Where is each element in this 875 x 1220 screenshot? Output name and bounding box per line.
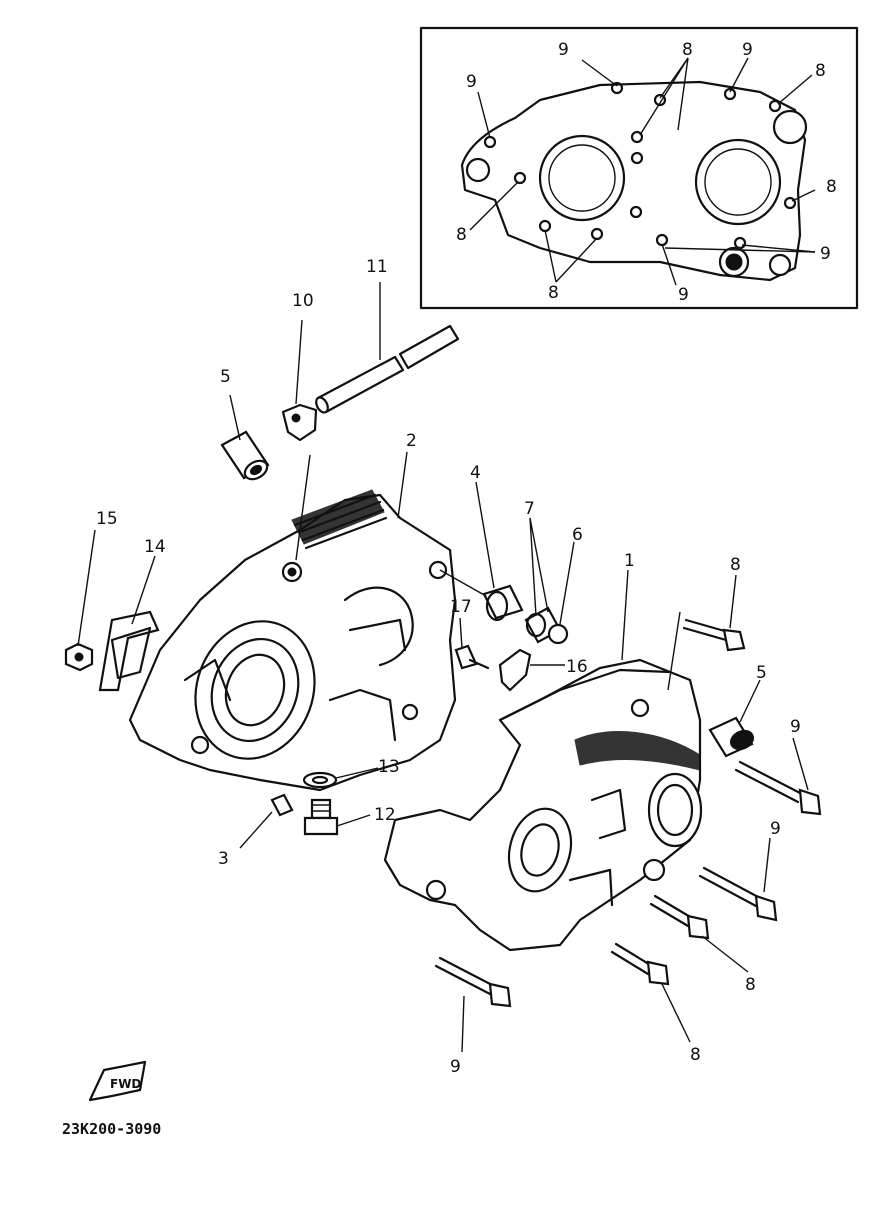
fwd-arrow-icon: FWD	[88, 1060, 147, 1102]
inset-callout: 8	[826, 177, 837, 197]
bearing-collar	[482, 584, 524, 622]
crankcase-right	[383, 658, 703, 952]
part-code: 23K200-3090	[62, 1120, 161, 1138]
inset-callout: 9	[678, 285, 689, 305]
callout-12: 12	[374, 805, 396, 825]
crankcase-left	[128, 489, 457, 792]
drain-plug	[303, 798, 339, 836]
callout-8-b: 8	[745, 975, 756, 995]
inset-callout: 9	[820, 244, 831, 264]
callout-2: 2	[406, 431, 417, 451]
case-bolts	[434, 618, 822, 1008]
inset-callout: 8	[815, 61, 826, 81]
leader-lines	[77, 282, 809, 1053]
inset-callout: 8	[548, 283, 559, 303]
inset-callout: 8	[682, 40, 693, 60]
inset-output-bore	[694, 138, 782, 226]
inset-callout: 9	[742, 40, 753, 60]
callout-7: 7	[524, 499, 535, 519]
bracket-nut	[64, 642, 94, 672]
inset-callout: 8	[456, 225, 467, 245]
inset-callout: 9	[558, 40, 569, 60]
hose-fitting	[281, 403, 318, 442]
callout-5-upper: 5	[220, 367, 231, 387]
shift-shaft-parts	[524, 606, 569, 645]
callout-14: 14	[144, 537, 166, 557]
callout-6: 6	[572, 525, 583, 545]
small-bolt	[454, 644, 490, 670]
fwd-label: FWD	[110, 1077, 141, 1091]
drain-washer	[302, 771, 338, 789]
bush-lower	[708, 716, 755, 758]
callout-8-a: 8	[730, 555, 741, 575]
callout-17: 17	[450, 597, 472, 617]
callout-16: 16	[566, 657, 588, 677]
callout-1: 1	[624, 551, 635, 571]
inset-callout: 9	[466, 72, 477, 92]
dowel-pin	[270, 793, 294, 817]
cover-plate	[498, 648, 532, 692]
callout-9-a: 9	[790, 717, 801, 737]
callout-8-c: 8	[690, 1045, 701, 1065]
callout-4: 4	[470, 463, 481, 483]
callout-13: 13	[378, 757, 400, 777]
callout-labels: 1 2 3 4 5 5 6 7 8 8 8 9 9 9 10 11 12 13 …	[96, 257, 801, 1077]
callout-9-b: 9	[770, 819, 781, 839]
mount-bracket	[98, 610, 160, 692]
callout-9-c: 9	[450, 1057, 461, 1077]
callout-3: 3	[218, 849, 229, 869]
inset-crank-bore	[538, 134, 626, 222]
bush-upper	[220, 430, 270, 481]
callout-10: 10	[292, 291, 314, 311]
callout-15: 15	[96, 509, 118, 529]
callout-5-lower: 5	[756, 663, 767, 683]
breather-hose	[315, 324, 460, 414]
inset-crankcase-view: 9 8 9 8 9 8 8 8 9 9	[419, 26, 859, 310]
callout-11: 11	[366, 257, 388, 277]
